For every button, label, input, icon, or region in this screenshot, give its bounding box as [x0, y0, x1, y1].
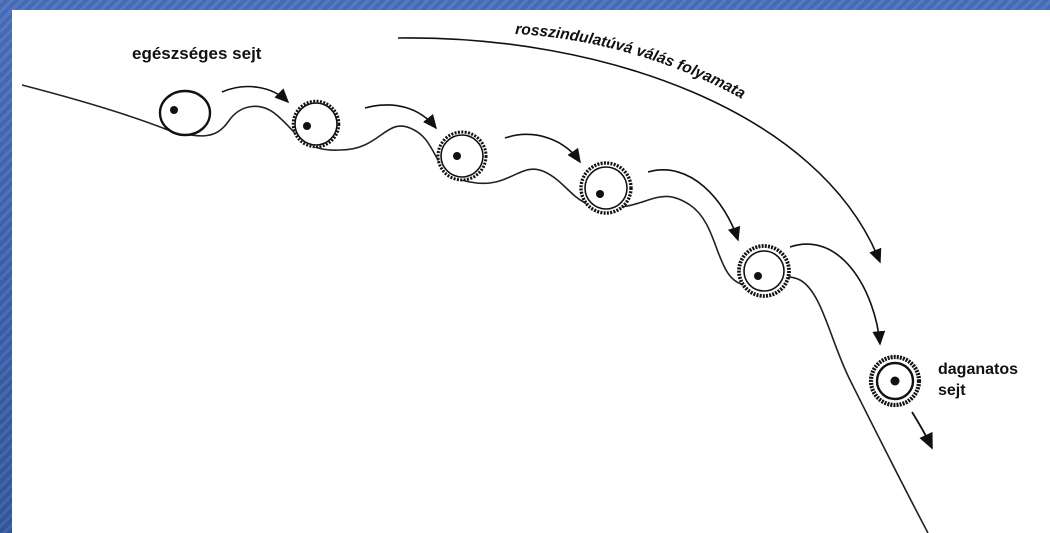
- arrow-step-1: [222, 87, 288, 102]
- cell-stage-5: [739, 246, 789, 296]
- tumor-cell: [871, 357, 919, 405]
- arrow-step-5: [790, 244, 880, 344]
- tumor-cell-label-line2: sejt: [938, 382, 966, 399]
- tumor-cell-label-line1: daganatos: [938, 361, 1018, 378]
- cell-stage-3: [438, 132, 486, 180]
- arrow-step-3: [505, 134, 580, 162]
- process-label: rosszindulatúvá válás folyamata: [515, 21, 749, 103]
- cell-stage-2: [293, 101, 339, 147]
- cell-stage-4: [581, 163, 631, 213]
- arrow-exit: [912, 412, 932, 448]
- arrow-step-2: [365, 105, 436, 128]
- healthy-cell: [160, 91, 210, 135]
- healthy-cell-label: egészséges sejt: [132, 44, 262, 63]
- arrow-step-4: [648, 170, 738, 240]
